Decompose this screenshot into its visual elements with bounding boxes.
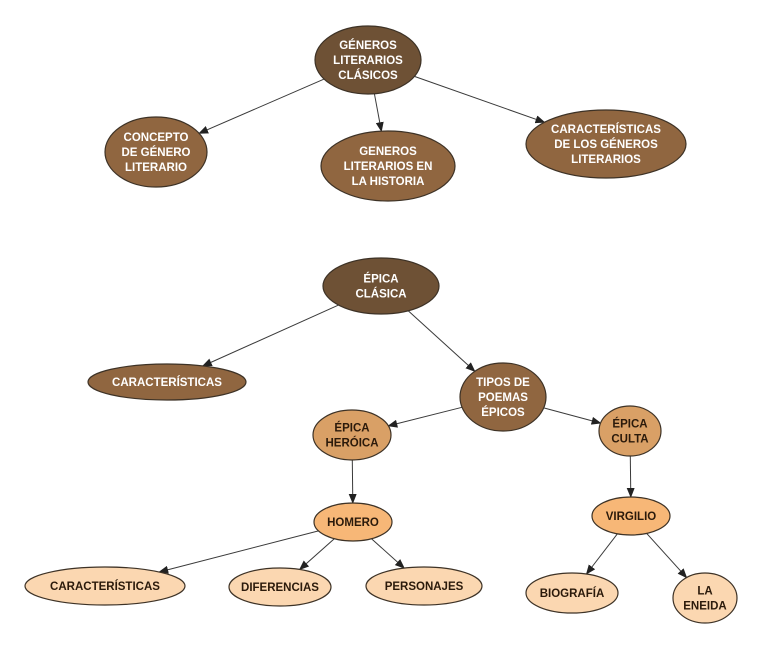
connector-generos-clasicos-to-concepto-genero	[198, 78, 325, 134]
node-caracteristicas-epica[interactable]: CARACTERÍSTICAS	[87, 363, 247, 401]
node-epica-heroica[interactable]: ÉPICA HERÓICA	[312, 409, 392, 461]
node-label-personajes: PERSONAJES	[385, 581, 464, 593]
node-shape-virgilio	[591, 496, 671, 536]
node-caracteristicas-generos[interactable]: CARACTERÍSTICAS DE LOS GÉNEROS LITERARIOS	[525, 109, 687, 179]
node-label-la-eneida: ENEIDA	[683, 601, 726, 613]
node-label-biografia: BIOGRAFÍA	[540, 587, 605, 600]
node-shape-caracteristicas-homero	[24, 566, 186, 606]
node-label-epica-culta: CULTA	[611, 434, 648, 446]
node-label-generos-historia: LITERARIOS EN	[344, 161, 433, 173]
node-shape-diferencias	[228, 567, 332, 607]
node-label-diferencias: DIFERENCIAS	[241, 582, 319, 594]
node-label-epica-clasica: ÉPICA	[363, 273, 398, 286]
node-label-la-eneida: LA	[697, 586, 712, 598]
node-label-concepto-genero: CONCEPTO	[124, 132, 189, 144]
node-label-caracteristicas-generos: CARACTERÍSTICAS	[551, 123, 661, 136]
node-shape-tipos-poemas	[459, 362, 547, 432]
node-epica-culta[interactable]: ÉPICA CULTA	[598, 405, 662, 457]
connector-homero-to-personajes	[371, 538, 405, 569]
node-generos-clasicos[interactable]: GÉNEROS LITERARIOS CLÁSICOS	[314, 25, 422, 95]
connector-generos-clasicos-to-caracteristicas-generos	[414, 75, 546, 124]
node-shape-biografia	[525, 572, 619, 614]
node-label-concepto-genero: DE GÉNERO	[121, 146, 190, 159]
node-label-virgilio: VIRGILIO	[606, 511, 657, 523]
node-label-generos-historia: GENEROS	[359, 146, 417, 158]
node-shape-caracteristicas-generos	[525, 109, 687, 179]
node-label-tipos-poemas: POEMAS	[478, 392, 528, 404]
node-label-homero: HOMERO	[327, 517, 379, 529]
node-label-tipos-poemas: TIPOS DE	[476, 377, 530, 389]
node-generos-historia[interactable]: GENEROS LITERARIOS EN LA HISTORIA	[320, 130, 456, 202]
node-label-generos-historia: LA HISTORIA	[352, 176, 425, 188]
connector-epica-culta-to-virgilio	[626, 455, 635, 498]
node-label-tipos-poemas: ÉPICOS	[481, 406, 525, 419]
node-label-generos-clasicos: GÉNEROS	[339, 39, 397, 52]
connector-virgilio-to-la-eneida	[646, 533, 688, 579]
node-shape-epica-heroica	[312, 409, 392, 461]
connector-generos-clasicos-to-generos-historia	[373, 93, 384, 133]
node-layer: GÉNEROS LITERARIOS CLÁSICOS CONCEPTO DE GÉNE…	[24, 25, 738, 624]
node-virgilio[interactable]: VIRGILIO	[591, 496, 671, 536]
node-label-caracteristicas-homero: CARACTERÍSTICAS	[50, 580, 160, 593]
node-label-concepto-genero: LITERARIO	[125, 162, 187, 174]
connector-tipos-poemas-to-epica-culta	[543, 407, 602, 425]
node-epica-clasica[interactable]: ÉPICA CLÁSICA	[322, 257, 440, 315]
node-concepto-genero[interactable]: CONCEPTO DE GÉNERO LITERARIO	[104, 116, 208, 188]
node-shape-homero	[313, 502, 393, 542]
node-shape-epica-clasica	[322, 257, 440, 315]
node-caracteristicas-homero[interactable]: CARACTERÍSTICAS	[24, 566, 186, 606]
node-shape-concepto-genero	[104, 116, 208, 188]
connector-layer	[158, 75, 688, 579]
node-shape-epica-culta	[598, 405, 662, 457]
node-personajes[interactable]: PERSONAJES	[365, 566, 483, 606]
node-label-epica-culta: ÉPICA	[612, 418, 647, 431]
connector-epica-clasica-to-caracteristicas-epica	[201, 304, 339, 367]
node-biografia[interactable]: BIOGRAFÍA	[525, 572, 619, 614]
node-tipos-poemas[interactable]: TIPOS DE POEMAS ÉPICOS	[459, 362, 547, 432]
node-label-generos-clasicos: CLÁSICOS	[338, 69, 398, 82]
node-label-generos-clasicos: LITERARIOS	[333, 55, 403, 67]
node-shape-la-eneida	[672, 572, 738, 624]
connector-epica-heroica-to-homero	[348, 459, 357, 504]
node-label-epica-heroica: ÉPICA	[334, 422, 369, 435]
node-label-caracteristicas-epica: CARACTERÍSTICAS	[112, 376, 222, 389]
connector-virgilio-to-biografia	[585, 533, 618, 575]
connector-homero-to-diferencias	[298, 538, 335, 571]
node-shape-generos-clasicos	[314, 25, 422, 95]
node-label-epica-heroica: HERÓICA	[325, 437, 378, 450]
node-shape-caracteristicas-epica	[87, 363, 247, 401]
node-homero[interactable]: HOMERO	[313, 502, 393, 542]
node-label-caracteristicas-generos: DE LOS GÉNEROS	[554, 138, 658, 151]
connector-epica-clasica-to-tipos-poemas	[407, 310, 476, 372]
node-shape-personajes	[365, 566, 483, 606]
node-label-epica-clasica: CLÁSICA	[355, 288, 406, 301]
node-shape-generos-historia	[320, 130, 456, 202]
node-diferencias[interactable]: DIFERENCIAS	[228, 567, 332, 607]
connector-homero-to-caracteristicas-homero	[158, 530, 319, 574]
node-label-caracteristicas-generos: LITERARIOS	[571, 154, 641, 166]
node-la-eneida[interactable]: LA ENEIDA	[672, 572, 738, 624]
connector-tipos-poemas-to-epica-heroica	[387, 406, 463, 428]
